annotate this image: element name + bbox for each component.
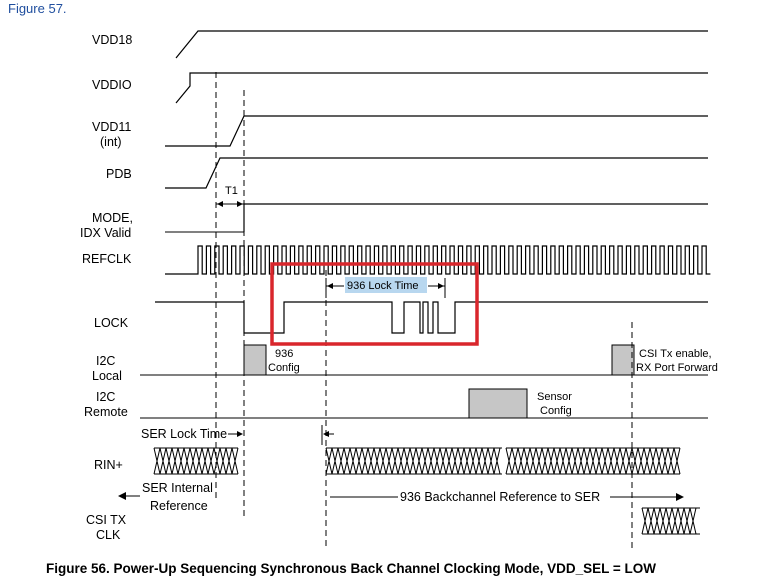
highlight-box (270, 262, 479, 346)
t1-marker: T1 (216, 185, 244, 207)
label-sensor: Sensor (537, 391, 572, 403)
lock-time-label: 936 Lock Time (347, 280, 419, 292)
label-i2c-remote-2: Remote (84, 405, 128, 419)
waveform-vddio (175, 72, 708, 104)
eye-segment (641, 507, 700, 535)
eye-segment (505, 447, 681, 475)
waveform-vdd11 (165, 115, 708, 147)
waveform-pdb (165, 157, 708, 189)
label-936: 936 (275, 348, 293, 360)
figure-top-label: Figure 57. (8, 1, 67, 16)
label-vdd18: VDD18 (92, 33, 132, 47)
label-pdb: PDB (106, 167, 132, 181)
figure-caption: Figure 56. Power-Up Sequencing Synchrono… (46, 561, 656, 576)
label-i2c-local: I2C (96, 354, 115, 368)
signal-labels: VDD18 VDDIO VDD11 (int) PDB MODE, IDX Va… (80, 33, 133, 542)
ser-reference-label: Reference (150, 499, 208, 513)
label-i2c-remote: I2C (96, 390, 115, 404)
ser-lock-time-marker: SER Lock Time (141, 425, 334, 445)
waveform-lock (155, 301, 708, 334)
ser-internal-reference-marker: SER Internal Reference (118, 481, 213, 513)
t1-label: T1 (225, 185, 238, 197)
label-936-config: Config (268, 362, 300, 374)
label-mode: MODE, (92, 211, 133, 225)
label-refclk: REFCLK (82, 252, 132, 266)
waveform-csi-tx-clk (641, 507, 700, 535)
label-csi-tx: CSI TX (86, 513, 127, 527)
waveform-rin (153, 447, 681, 475)
i2c-local-csi-enable-block (611, 344, 635, 376)
label-i2c-local-2: Local (92, 369, 122, 383)
waveform-vdd18 (175, 30, 708, 59)
eye-segment (325, 447, 502, 475)
label-vdd11: VDD11 (92, 120, 131, 134)
label-rin: RIN+ (94, 458, 123, 472)
label-vdd11-int: (int) (100, 135, 122, 149)
waveform-mode-valid (243, 203, 708, 232)
eye-segment (153, 447, 239, 475)
label-lock: LOCK (94, 316, 129, 330)
backchannel-reference-marker: 936 Backchannel Reference to SER (330, 490, 684, 504)
label-idx-valid: IDX Valid (80, 226, 131, 240)
lock-time-marker: 936 Lock Time (325, 277, 446, 298)
i2c-local-936-config-block (243, 344, 267, 376)
ser-internal-label: SER Internal (142, 481, 213, 495)
label-csi-tx-enable: CSI Tx enable, (639, 348, 712, 360)
ser-lock-time-label: SER Lock Time (141, 427, 227, 441)
reference-lines (215, 72, 633, 548)
i2c-remote-sensor-config-block (468, 388, 528, 419)
backchannel-label: 936 Backchannel Reference to SER (400, 490, 600, 504)
label-rx-port-forward: RX Port Forward (636, 362, 718, 374)
waveform-refclk (165, 245, 711, 275)
label-vddio: VDDIO (92, 78, 132, 92)
label-csi-clk: CLK (96, 528, 121, 542)
label-sensor-config: Config (540, 405, 572, 417)
lock-time-label-bg (345, 277, 427, 293)
